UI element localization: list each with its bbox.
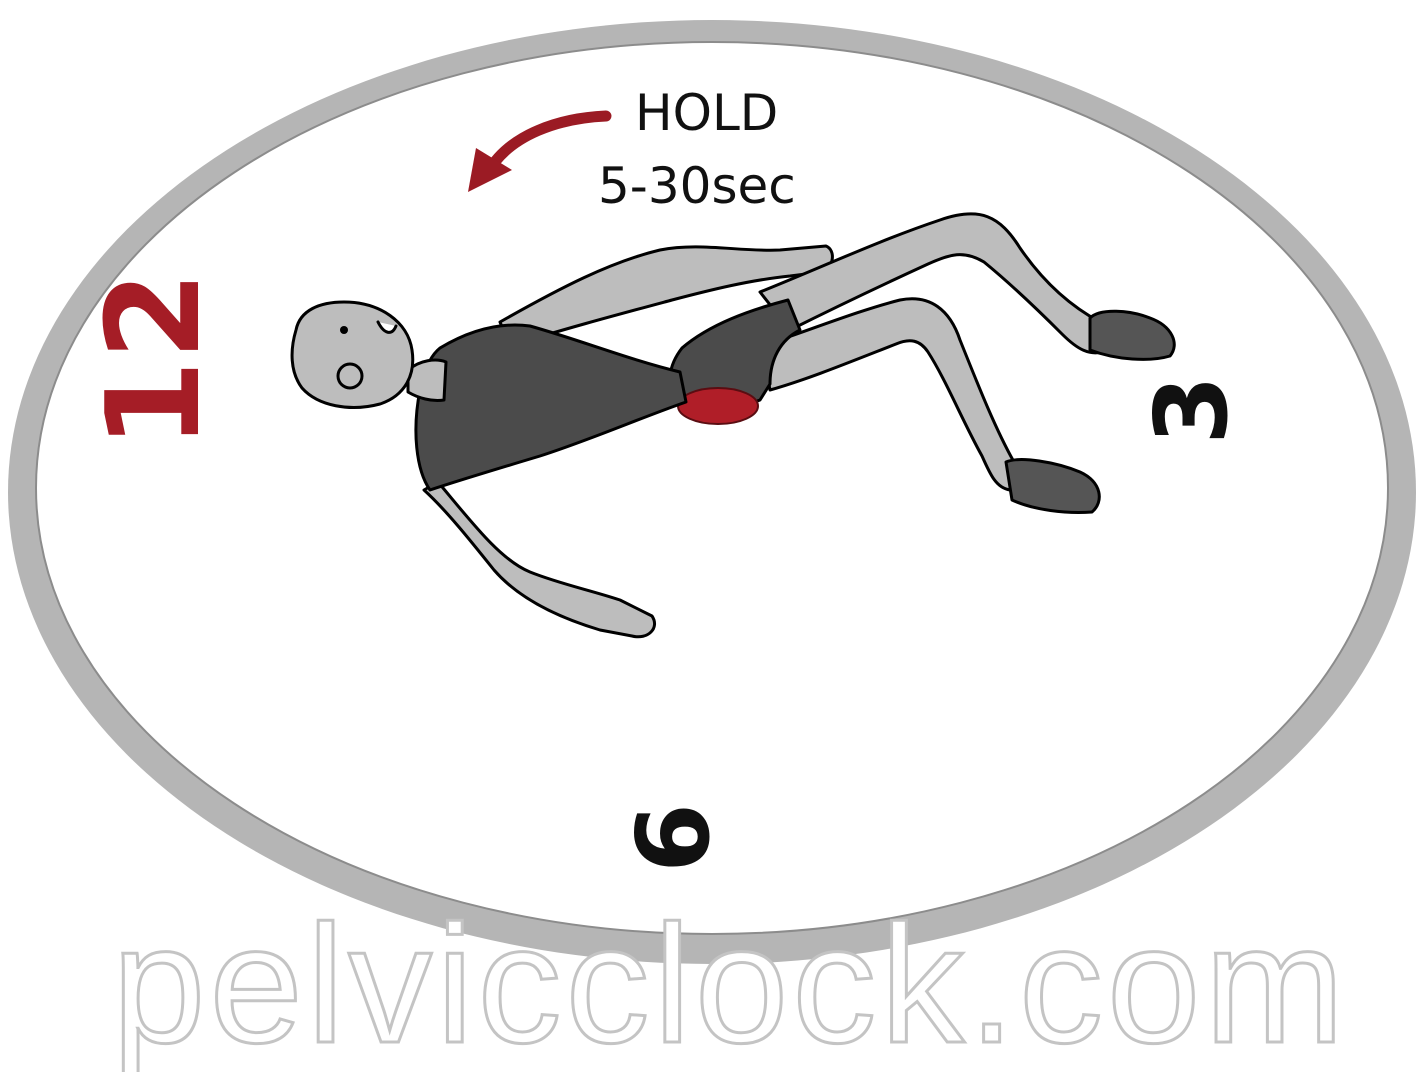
duration-label: 5-30sec <box>598 157 796 215</box>
figure-ear <box>338 364 362 388</box>
clock-number-6: 6 <box>615 803 732 873</box>
clock-number-12: 12 <box>80 271 229 449</box>
watermark-text: pelvicclock.com <box>112 890 1348 1072</box>
figure-head <box>292 302 413 407</box>
clock-number-3: 3 <box>1133 375 1250 445</box>
figure-eye <box>340 326 348 334</box>
pelvis-highlight <box>678 388 758 424</box>
hold-label: HOLD <box>635 84 778 142</box>
